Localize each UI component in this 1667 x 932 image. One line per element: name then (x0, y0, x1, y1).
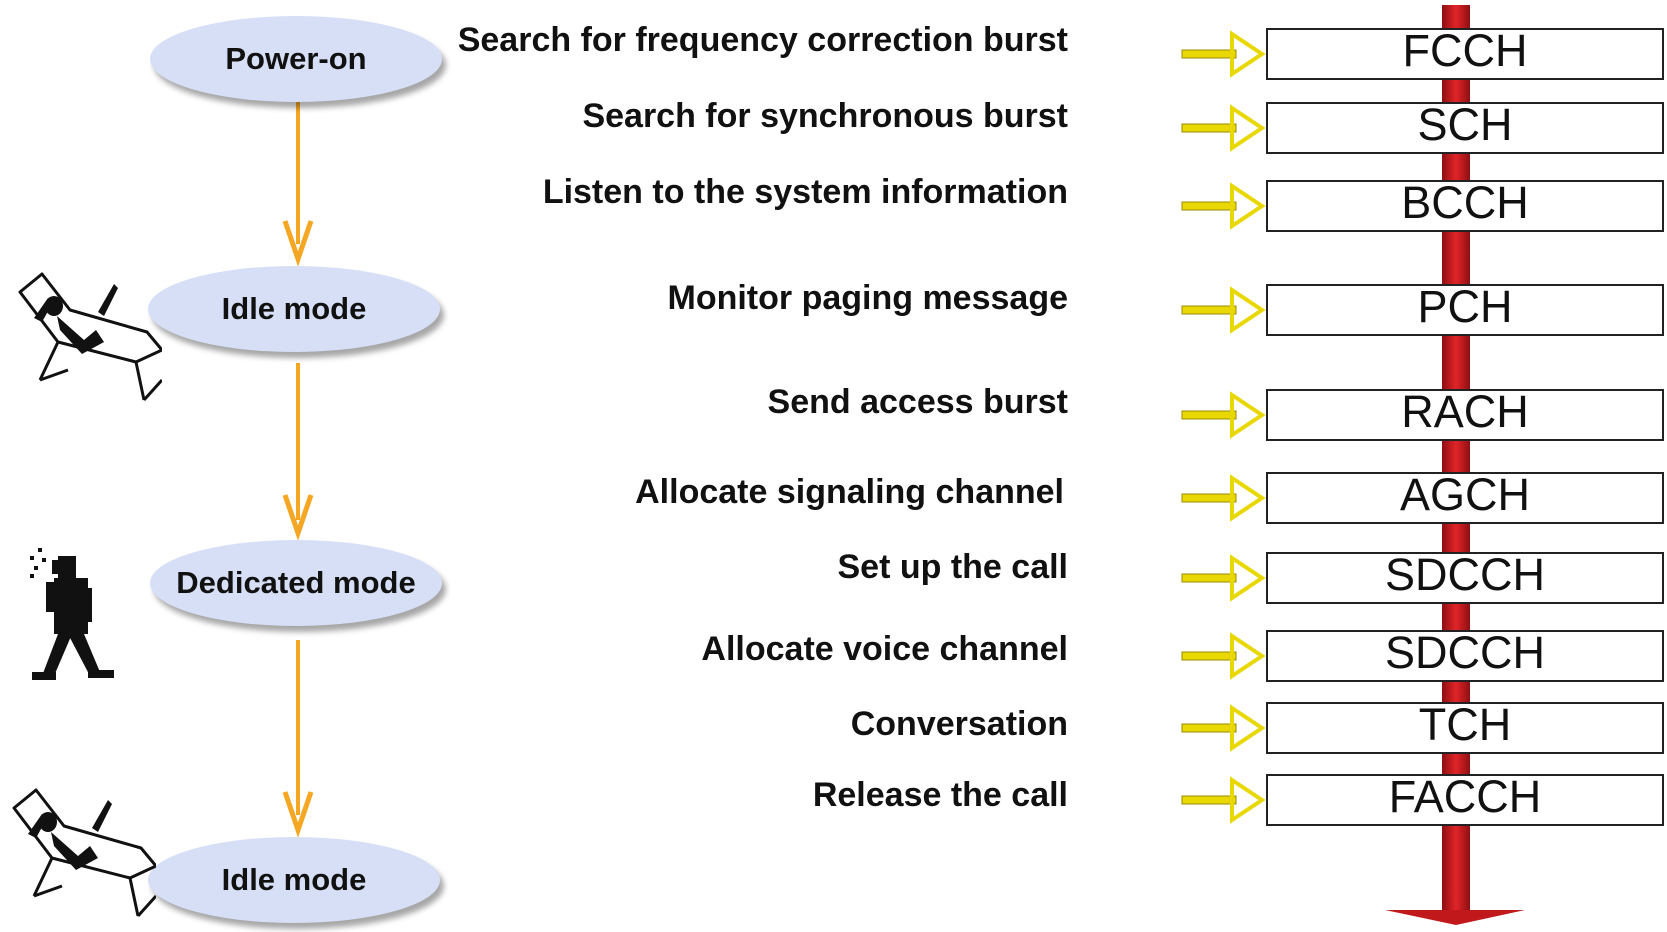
channel-box-fcch: FCCH (1266, 28, 1664, 80)
channel-box-sdcch: SDCCH (1266, 630, 1664, 682)
lounge-chair-person-icon (18, 272, 162, 402)
flow-arrow-3 (282, 640, 314, 838)
flow-arrow-2 (282, 363, 314, 541)
step-label-release-call: Release the call (812, 776, 1068, 814)
walking-phone-person-icon (30, 548, 114, 680)
pointer-arrow (1181, 30, 1266, 78)
step-label-synchronous-burst: Search for synchronous burst (582, 97, 1068, 135)
step-label-signaling-channel: Allocate signaling channel (635, 473, 1064, 511)
pointer-arrow (1181, 391, 1266, 439)
pointer-arrow (1181, 704, 1266, 752)
channel-box-facch: FACCH (1266, 774, 1664, 826)
channel-box-rach: RACH (1266, 389, 1664, 441)
channel-box-sdcch: SDCCH (1266, 552, 1664, 604)
state-label: Power-on (225, 41, 367, 76)
timeline-arrowhead (1385, 910, 1525, 925)
step-label-voice-channel: Allocate voice channel (701, 630, 1068, 668)
pointer-arrow (1181, 632, 1266, 680)
timeline-bar (1442, 5, 1470, 910)
step-label-conversation: Conversation (850, 705, 1068, 743)
channel-box-tch: TCH (1266, 702, 1664, 754)
channel-box-agch: AGCH (1266, 472, 1664, 524)
state-label: Idle mode (221, 291, 367, 326)
channel-box-pch: PCH (1266, 284, 1664, 336)
step-label-paging-message: Monitor paging message (667, 279, 1069, 317)
pointer-arrow (1181, 554, 1266, 602)
state-idle-mode: Idle mode (148, 837, 440, 923)
step-label-system-information: Listen to the system information (542, 173, 1068, 211)
pointer-arrow (1181, 286, 1266, 334)
lounge-chair-person-icon (12, 788, 156, 918)
step-label-set-up-call: Set up the call (837, 548, 1069, 586)
state-power-on: Power-on (150, 16, 442, 102)
flow-arrow-1 (282, 101, 314, 267)
state-label: Dedicated mode (176, 565, 416, 600)
channel-box-bcch: BCCH (1266, 180, 1664, 232)
state-dedicated-mode: Dedicated mode (150, 540, 442, 626)
channel-box-sch: SCH (1266, 102, 1664, 154)
state-label: Idle mode (221, 862, 367, 897)
step-label-access-burst: Send access burst (767, 383, 1068, 421)
state-idle-mode: Idle mode (148, 266, 440, 352)
pointer-arrow (1181, 182, 1266, 230)
pointer-arrow (1181, 776, 1266, 824)
pointer-arrow (1181, 474, 1266, 522)
pointer-arrow (1181, 104, 1266, 152)
step-label-frequency-correction: Search for frequency correction burst (457, 21, 1068, 59)
